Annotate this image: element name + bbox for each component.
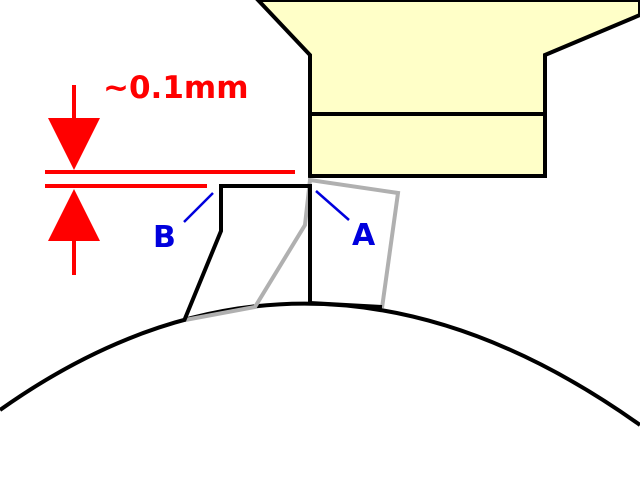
dimension-arrow-upper-head: [48, 118, 100, 170]
tooth-outline: [182, 184, 383, 322]
leader-line-a: [315, 190, 350, 221]
leader-line-b: [183, 192, 214, 223]
dimension-label: ~0.1mm: [103, 70, 249, 106]
label-a: A: [352, 218, 376, 253]
upper-part: [255, 0, 640, 178]
wheel-arc: [0, 301, 640, 427]
shadow-tooth-outline: [184, 177, 401, 322]
dimension-arrow-lower-head: [48, 189, 100, 241]
label-b: B: [153, 220, 176, 255]
